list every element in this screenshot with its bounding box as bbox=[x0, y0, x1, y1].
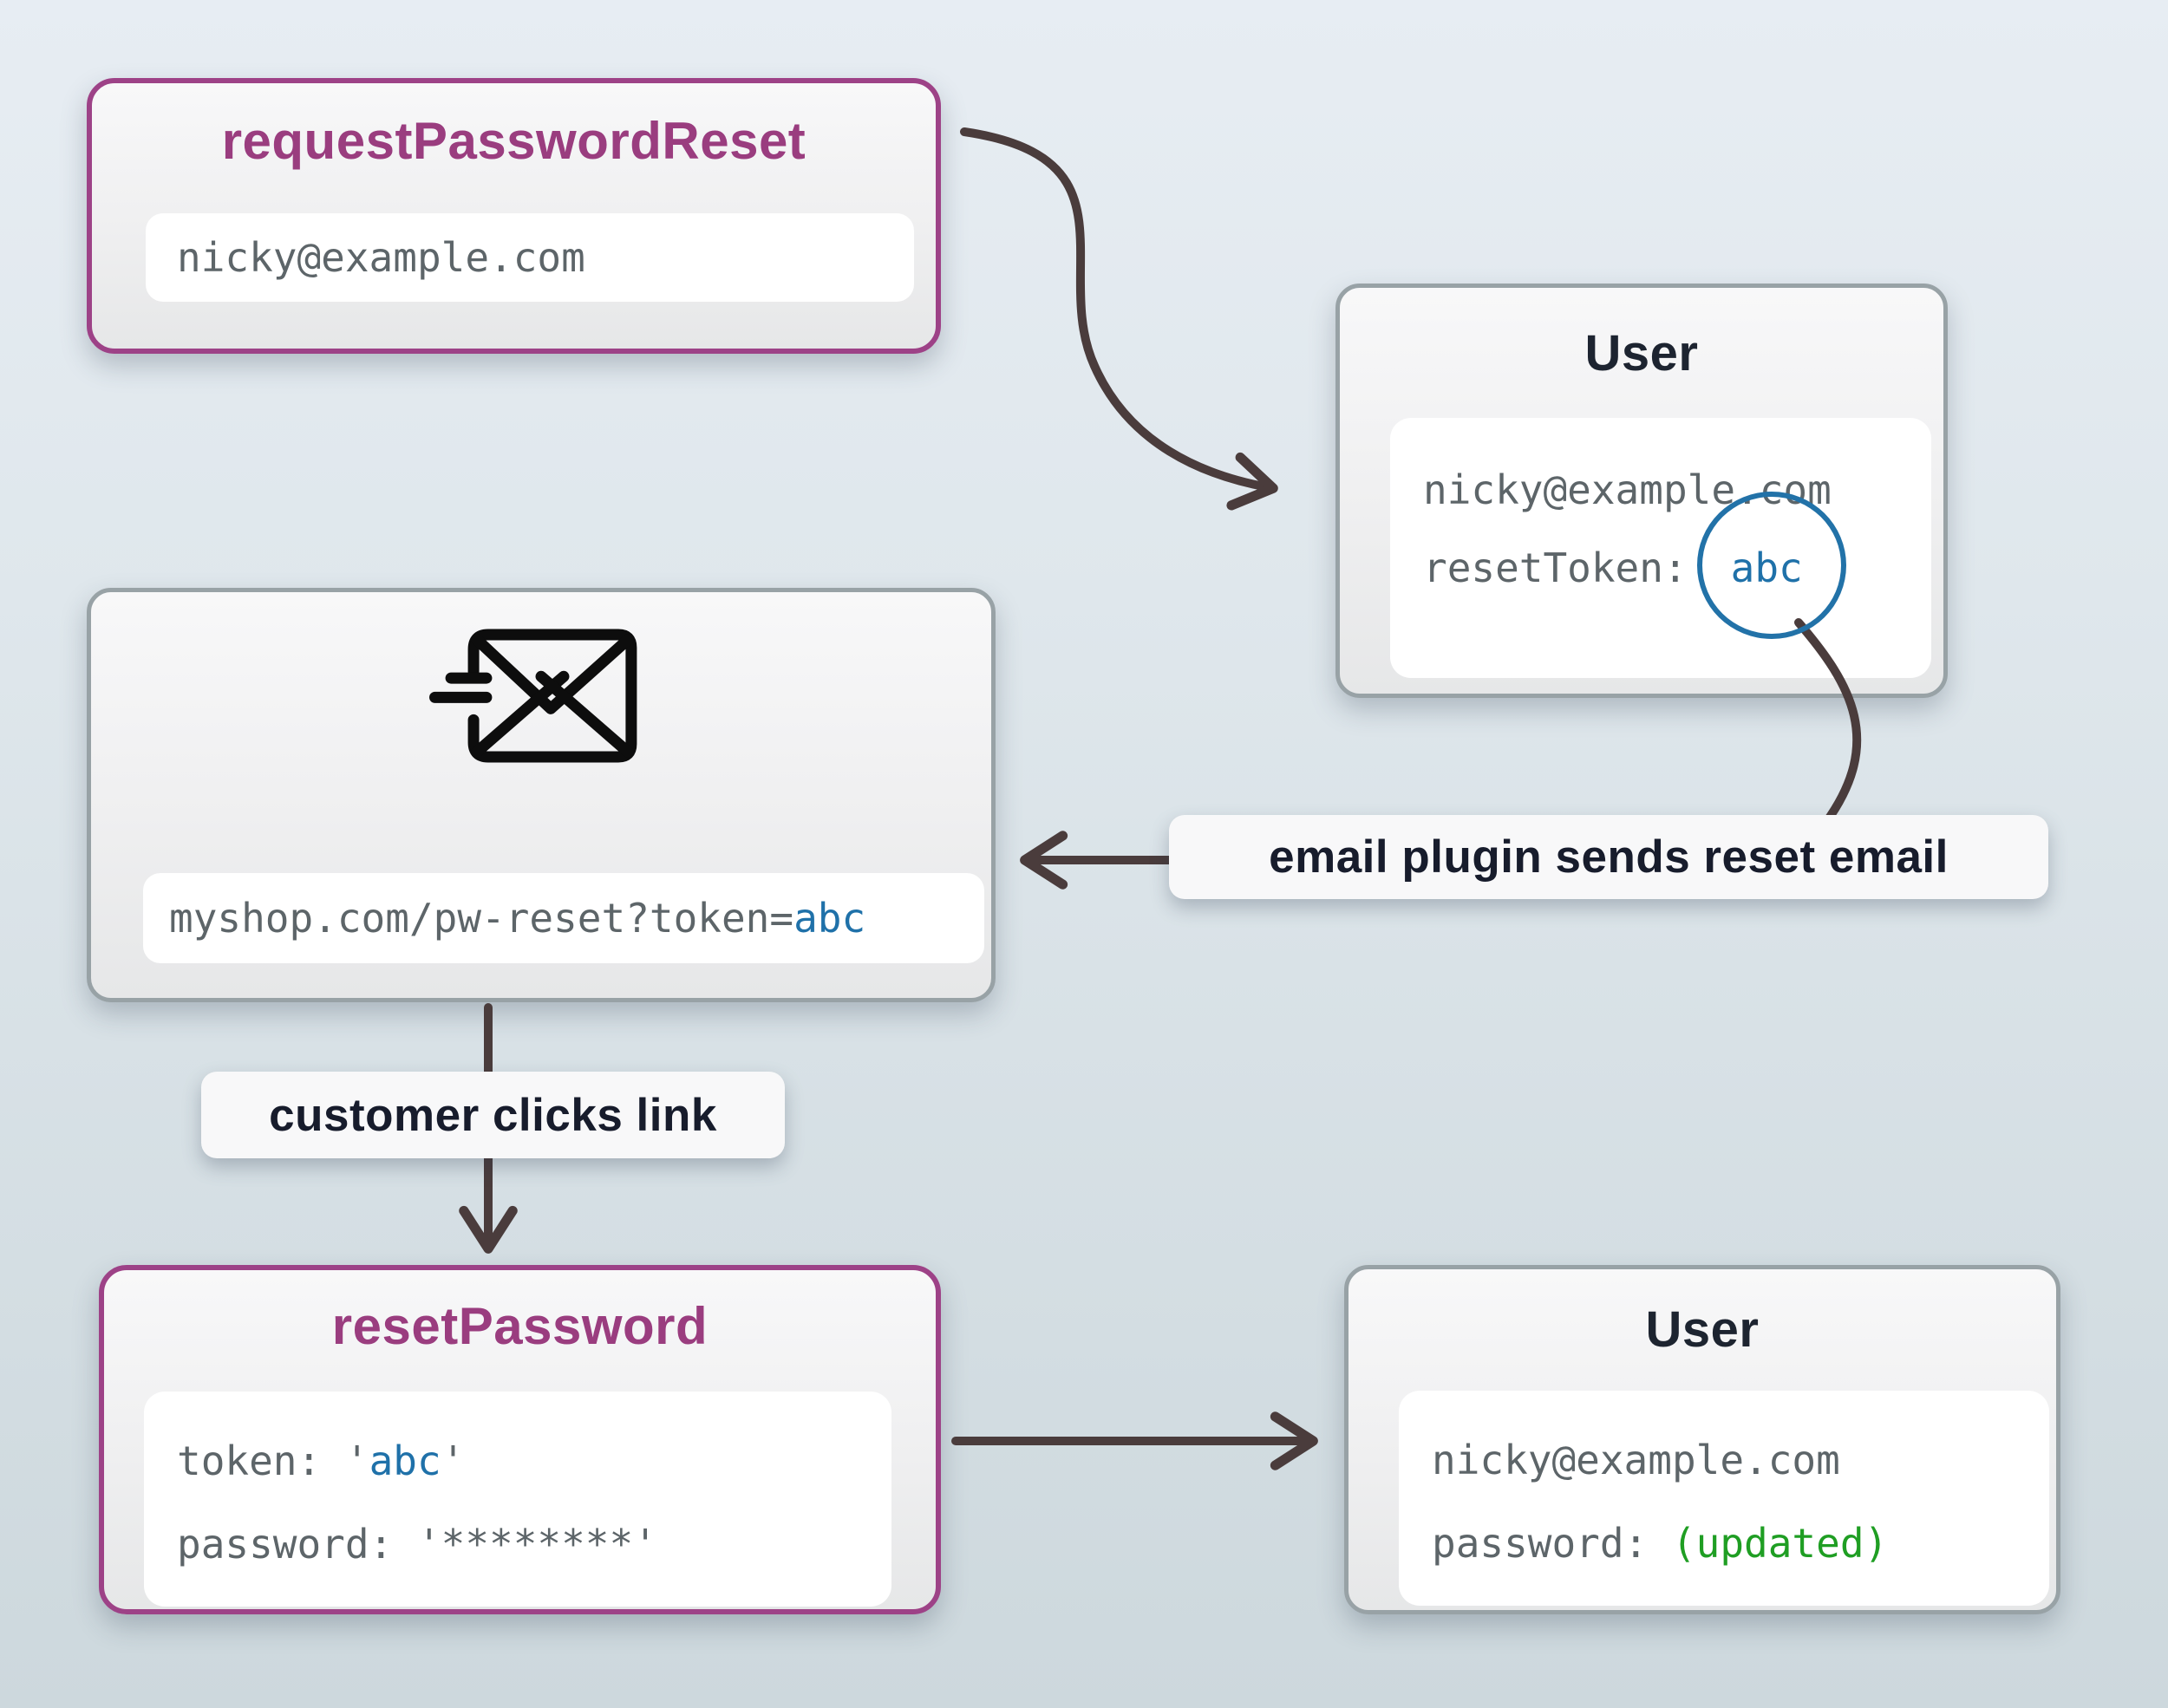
password-updated-value: (updated) bbox=[1671, 1520, 1889, 1567]
arrow-request-to-user bbox=[960, 127, 1278, 511]
customer-clicks-annotation: customer clicks link bbox=[201, 1072, 785, 1158]
password-row: password: '********' bbox=[177, 1521, 657, 1568]
mail-send-icon bbox=[429, 629, 637, 763]
user-node-title: User bbox=[1584, 325, 1699, 381]
token-close-quote: ' bbox=[441, 1437, 466, 1484]
token-open-quote: ' bbox=[344, 1437, 369, 1484]
user-password-row: password: (updated) bbox=[1432, 1502, 2049, 1585]
token-value: abc bbox=[369, 1437, 441, 1484]
reset-token-label: resetToken: bbox=[1423, 544, 1688, 591]
user-reset-token-row: resetToken:abc bbox=[1423, 529, 1931, 607]
reset-url-token: abc bbox=[793, 895, 866, 942]
token-row: token: 'abc' bbox=[177, 1419, 891, 1503]
user-record-node-after-request: User nicky@example.com resetToken:abc bbox=[1335, 284, 1948, 698]
user-record-panel: nicky@example.com resetToken:abc bbox=[1390, 418, 1931, 678]
user-email-value: nicky@example.com bbox=[1432, 1437, 1840, 1483]
reset-email-node: myshop.com/pw-reset?token=abc bbox=[87, 588, 996, 1002]
user-record-node-after-reset: User nicky@example.com password: (update… bbox=[1344, 1265, 2060, 1614]
email-plugin-annotation: email plugin sends reset email bbox=[1169, 815, 2048, 899]
user-record-panel: nicky@example.com password: (updated) bbox=[1399, 1391, 2049, 1606]
user-node-title: User bbox=[1645, 1301, 1760, 1358]
token-label: token: bbox=[177, 1437, 345, 1484]
reset-password-node: resetPassword token: 'abc' password: '**… bbox=[99, 1265, 941, 1614]
request-password-reset-title: requestPasswordReset bbox=[221, 112, 806, 170]
reset-url-bar[interactable]: myshop.com/pw-reset?token=abc bbox=[143, 873, 984, 963]
user-email-value: nicky@example.com bbox=[1423, 466, 1832, 513]
reset-url-row: myshop.com/pw-reset?token=abc bbox=[169, 895, 865, 942]
reset-password-panel: token: 'abc' password: '********' bbox=[144, 1392, 891, 1607]
reset-url-prefix: myshop.com/pw-reset?token= bbox=[169, 895, 794, 942]
email-input[interactable]: nicky@example.com bbox=[146, 213, 914, 302]
request-password-reset-node: requestPasswordReset nicky@example.com bbox=[87, 78, 941, 354]
token-highlight-circle bbox=[1697, 492, 1846, 639]
password-label: password: bbox=[1432, 1520, 1672, 1567]
email-input-value: nicky@example.com bbox=[177, 234, 585, 281]
reset-password-title: resetPassword bbox=[331, 1297, 709, 1355]
